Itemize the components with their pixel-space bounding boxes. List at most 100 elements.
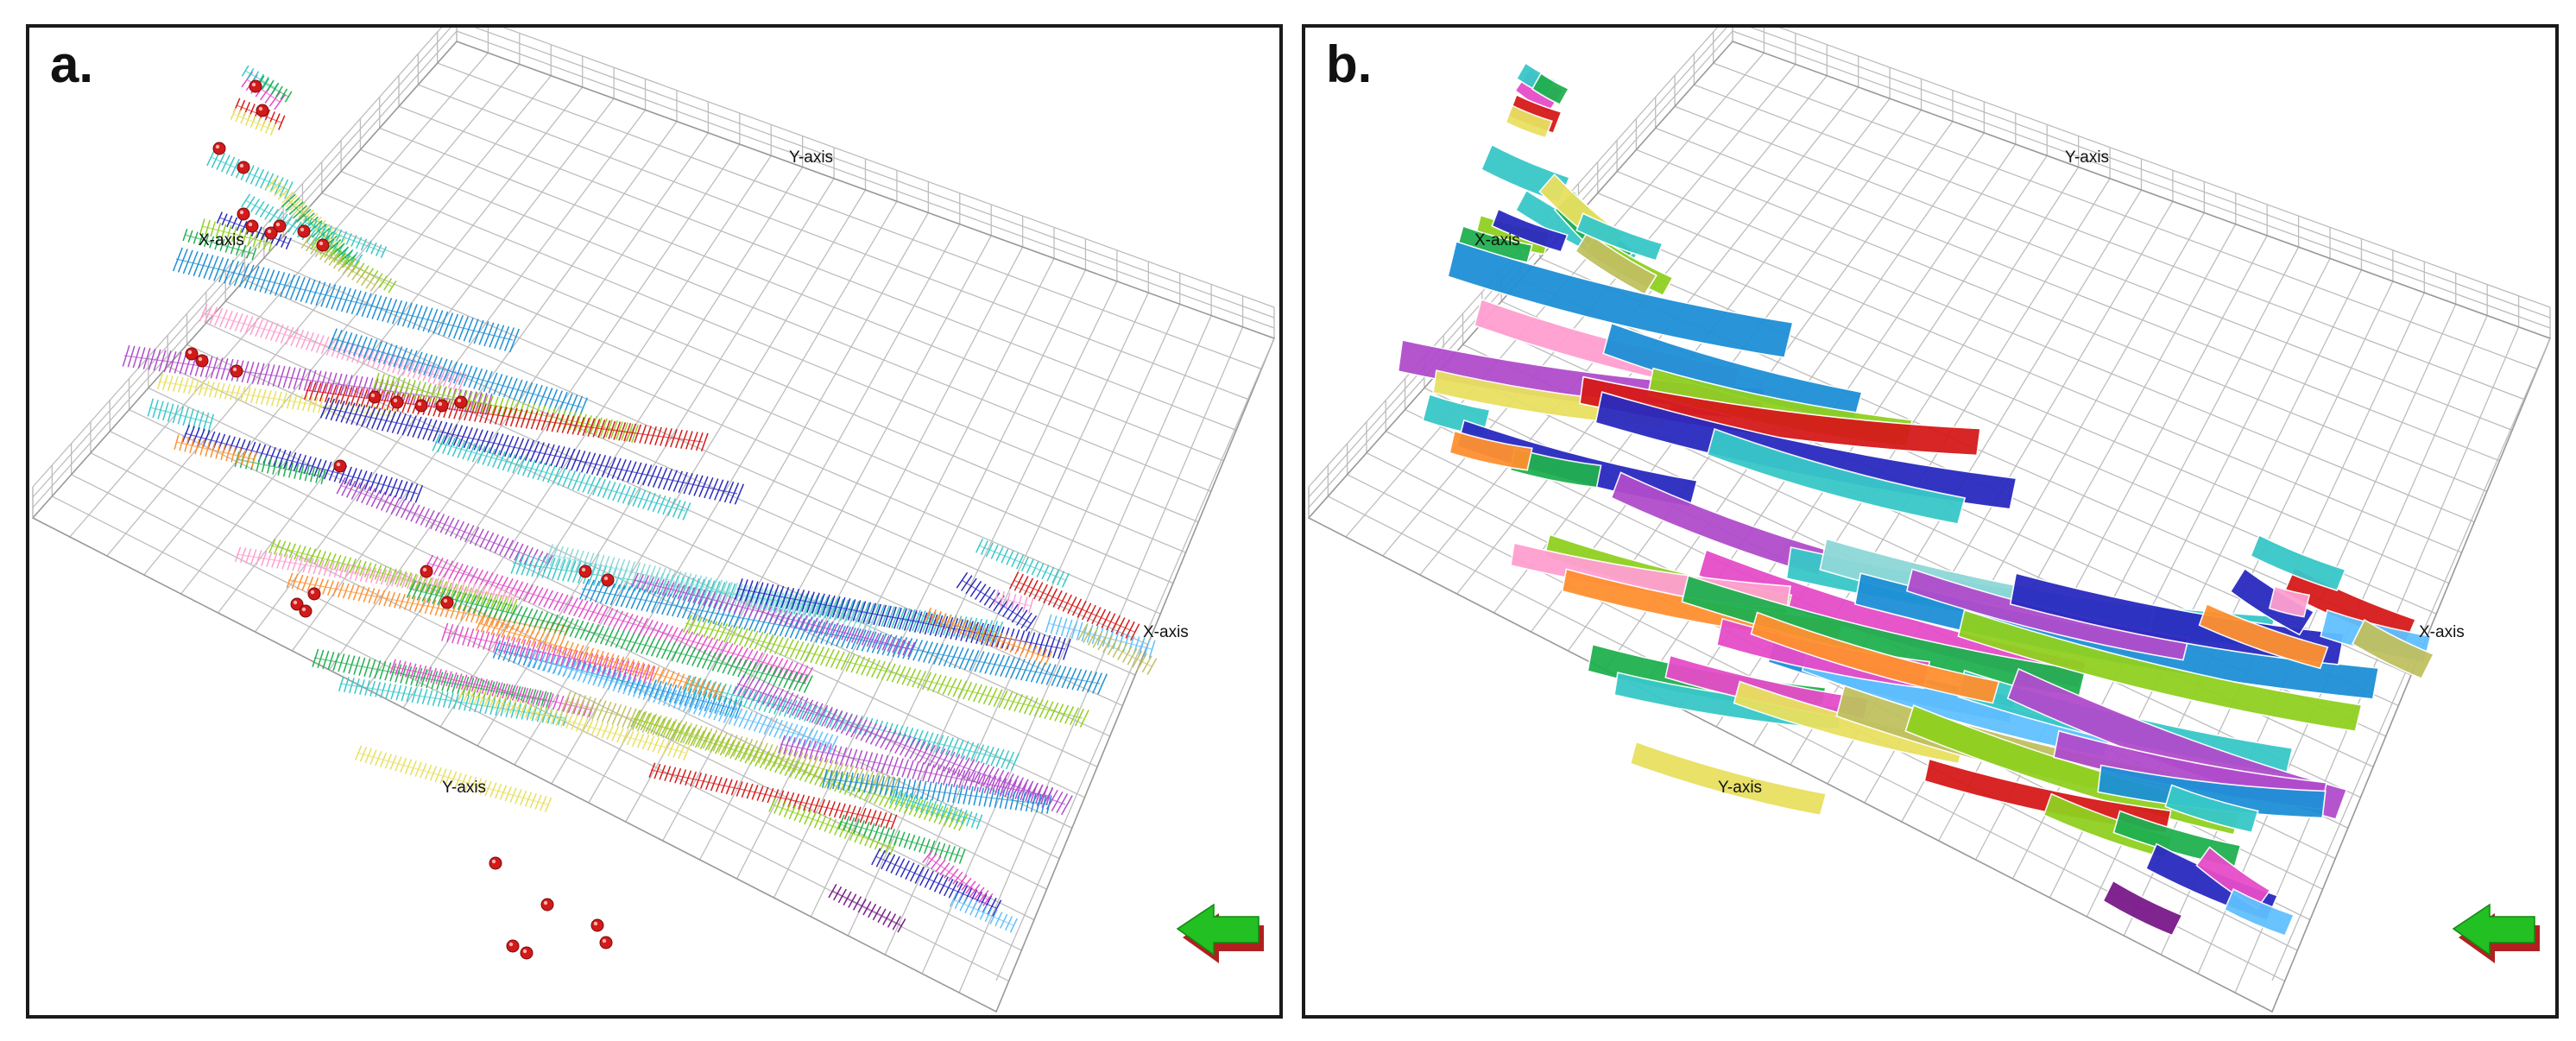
red-sphere-icon [489, 856, 502, 870]
fault-surface [2102, 880, 2183, 937]
fault-trace-axis [236, 553, 514, 598]
fault-surface [1531, 72, 1570, 106]
panel-label-b: b. [1326, 35, 1373, 93]
fault-trace-axis [685, 683, 1014, 762]
fault-trace-axis [633, 579, 911, 650]
fault-trace-axis [201, 312, 462, 382]
fault-trace-axis [391, 666, 591, 710]
sphere-highlight [310, 590, 315, 595]
red-sphere-icon [601, 573, 615, 587]
grid-a [31, 28, 1276, 1013]
x-axis-label-left: X-axis [1474, 231, 1520, 249]
red-sphere-icon [230, 364, 243, 378]
fault-trace-axis [892, 795, 980, 823]
sphere-highlight [275, 222, 281, 227]
fault-surface [1491, 208, 1569, 253]
sphere-highlight [491, 859, 496, 864]
y-axis-label-bottom: Y-axis [442, 779, 486, 797]
fault-trace-axis [322, 407, 738, 495]
sphere-highlight [239, 163, 244, 168]
sphere-highlight [522, 949, 527, 954]
fault-surface [1629, 741, 1828, 817]
panel-label-a: a. [50, 35, 94, 93]
panel-b: X-axis Y-axis X-axis Y-axis b. [1302, 24, 2559, 1019]
sphere-highlight [293, 600, 298, 605]
fault-trace-axis [581, 588, 1101, 685]
fault-trace-axis [650, 769, 893, 823]
fault-trace-axis [313, 657, 548, 702]
fault-trace-axis [831, 890, 902, 926]
sphere-highlight [258, 106, 263, 111]
markers-a [185, 79, 615, 960]
red-sphere-icon [249, 79, 262, 93]
red-sphere-icon [506, 939, 520, 953]
arrow-top [1176, 903, 1260, 956]
fault-surface [2164, 784, 2259, 834]
sphere-highlight [248, 222, 253, 227]
sphere-highlight [417, 401, 422, 407]
fault-trace-axis [840, 821, 963, 857]
sphere-highlight [251, 82, 256, 87]
fault-trace-axis [823, 778, 1049, 805]
sphere-highlight [438, 401, 443, 407]
sphere-highlight [336, 462, 341, 467]
red-sphere-icon [297, 224, 311, 238]
sphere-highlight [393, 398, 398, 403]
fault-surface [1447, 240, 1794, 359]
sphere-highlight [267, 229, 272, 234]
fault-trace-axis [995, 596, 1032, 607]
fault-surface [2351, 618, 2435, 679]
sphere-highlight [443, 598, 448, 603]
fault-trace-axis [236, 458, 324, 477]
red-sphere-icon [245, 219, 259, 233]
fault-trace-axis [926, 855, 988, 900]
fault-trace-axis [477, 622, 721, 693]
red-sphere-icon [307, 587, 321, 601]
fault-surface [1923, 758, 2172, 834]
fault-surface [1505, 104, 1553, 139]
fault-surface [1957, 609, 2363, 733]
fault-trace-axis [339, 484, 548, 564]
red-sphere-icon [540, 898, 554, 912]
fault-trace-axis [1082, 631, 1152, 667]
sphere-highlight [187, 350, 193, 355]
panel-a: X-axis Y-axis X-axis Y-axis a. [26, 24, 1283, 1019]
fault-surface [1706, 427, 1967, 525]
fault-trace-axis [952, 899, 1014, 926]
sphere-highlight [319, 241, 324, 246]
fault-trace-axis [434, 441, 686, 512]
fault-trace-axis [175, 258, 514, 341]
fault-trace-axis [303, 221, 384, 253]
fault-surface [1449, 430, 1533, 471]
fault-trace-axis [961, 579, 1032, 624]
fault-trace-axis [158, 381, 393, 417]
fault-trace-axis [374, 381, 635, 434]
fault-surface [2250, 533, 2346, 592]
faults-b [1397, 61, 2435, 937]
arrow-top [2452, 903, 2535, 956]
sphere-highlight [215, 144, 220, 149]
sphere-highlight [593, 921, 598, 926]
fault-trace-axis [426, 562, 807, 676]
red-sphere-icon [368, 390, 382, 404]
fault-trace-axis [175, 441, 255, 460]
x-axis-label-right: X-axis [2419, 623, 2465, 641]
sphere-highlight [457, 398, 462, 403]
red-sphere-icon [590, 918, 604, 932]
y-axis-label-top: Y-axis [789, 148, 833, 167]
fault-trace-axis [771, 804, 893, 849]
sphere-highlight [543, 900, 548, 905]
red-sphere-icon [333, 459, 347, 473]
fault-trace-axis [184, 432, 419, 495]
fault-trace-axis [260, 80, 289, 98]
sphere-highlight [581, 567, 586, 572]
red-sphere-icon [256, 104, 269, 117]
green-arrow-icon [1176, 903, 1264, 963]
fault-trace-axis [546, 553, 876, 624]
fault-trace-axis [184, 234, 255, 255]
sphere-highlight [232, 367, 237, 372]
fault-surface [2268, 585, 2311, 618]
fault-surface [1750, 611, 2000, 704]
faults-a [122, 65, 1158, 933]
fault-trace-axis [331, 338, 583, 408]
